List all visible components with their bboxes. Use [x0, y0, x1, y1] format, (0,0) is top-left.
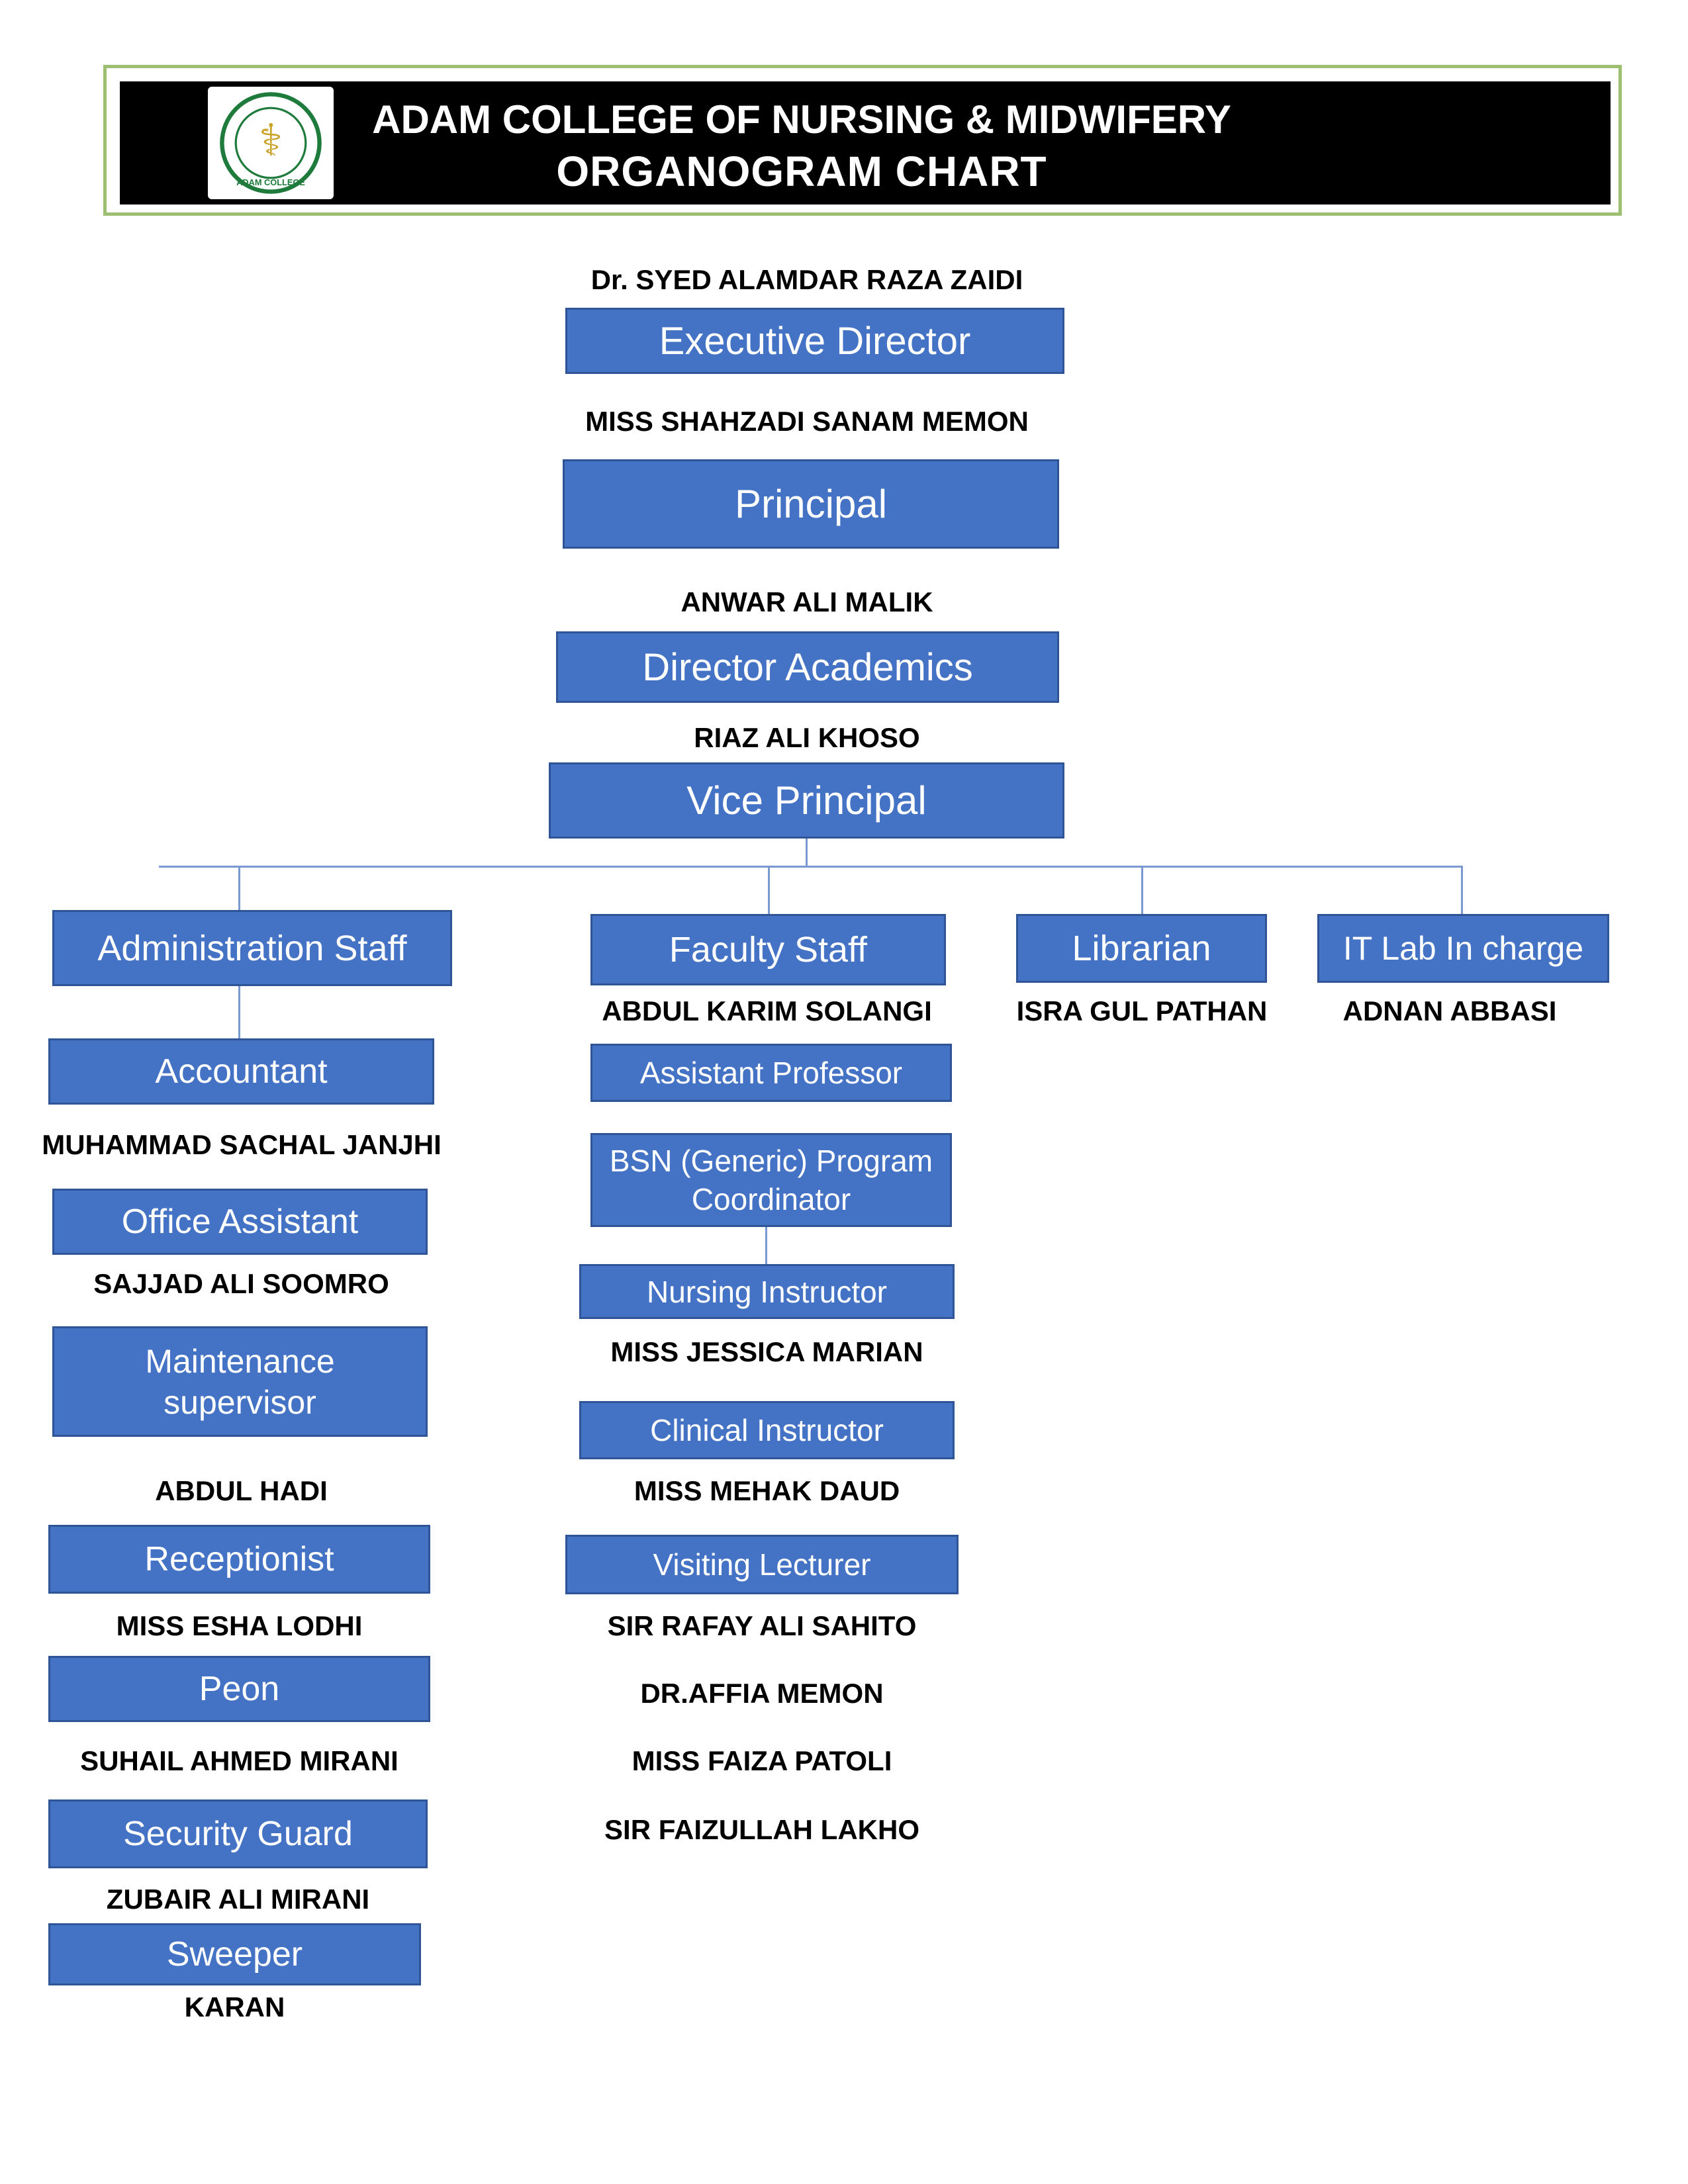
role-box-receptionist: Receptionist	[48, 1525, 430, 1594]
person-name-visiting-lecturer-3: MISS FAIZA PATOLI	[632, 1745, 892, 1776]
role-box-director-academics: Director Academics	[556, 631, 1059, 703]
title-banner-frame: ⚕ ADAM COLLEGE ADAM COLLEGE OF NURSING &…	[103, 65, 1622, 216]
person-name-principal: MISS SHAHZADI SANAM MEMON	[585, 406, 1029, 437]
person-name-visiting-lecturer-2: DR.AFFIA MEMON	[640, 1678, 884, 1709]
connector-vp-stem	[806, 839, 808, 866]
person-name-assistant-professor: ABDUL KARIM SOLANGI	[602, 995, 932, 1026]
person-name-visiting-lecturer-1: SIR RAFAY ALI SAHITO	[607, 1610, 917, 1641]
role-label-line1: BSN (Generic) Program	[609, 1144, 933, 1178]
person-name-peon: SUHAIL AHMED MIRANI	[80, 1745, 399, 1776]
role-box-clinical-instructor: Clinical Instructor	[579, 1401, 955, 1459]
branch-box-librarian: Librarian	[1016, 914, 1267, 983]
college-name-title: ADAM COLLEGE OF NURSING & MIDWIFERY	[372, 97, 1231, 142]
role-label-line1: Maintenance	[145, 1342, 335, 1380]
person-name-office-assistant: SAJJAD ALI SOOMRO	[93, 1268, 389, 1299]
role-box-visiting-lecturer: Visiting Lecturer	[565, 1535, 959, 1594]
connector-admin-accountant	[238, 986, 240, 1038]
person-name-nursing-instructor: MISS JESSICA MARIAN	[610, 1336, 923, 1367]
college-logo: ⚕ ADAM COLLEGE	[208, 87, 334, 199]
branch-box-it-lab-incharge: IT Lab In charge	[1317, 914, 1609, 983]
person-name-director-academics: ANWAR ALI MALIK	[680, 586, 933, 617]
person-name-librarian: ISRA GUL PATHAN	[1016, 995, 1268, 1026]
branch-box-faculty-staff: Faculty Staff	[590, 914, 946, 985]
person-name-maintenance-supervisor: ABDUL HADI	[155, 1475, 328, 1506]
logo-text: ADAM COLLEGE	[236, 177, 305, 187]
person-name-clinical-instructor: MISS MEHAK DAUD	[633, 1475, 900, 1506]
title-banner: ⚕ ADAM COLLEGE ADAM COLLEGE OF NURSING &…	[120, 81, 1611, 205]
person-name-receptionist: MISS ESHA LODHI	[116, 1610, 363, 1641]
connector-bsn-nursing	[765, 1227, 767, 1264]
role-label-line2: supervisor	[164, 1383, 316, 1421]
role-box-principal: Principal	[563, 459, 1059, 549]
role-box-maintenance-supervisor: Maintenance supervisor	[52, 1326, 428, 1437]
branch-box-administration-staff: Administration Staff	[52, 910, 452, 986]
role-label-line2: Coordinator	[691, 1182, 851, 1216]
role-box-vice-principal: Vice Principal	[549, 762, 1064, 839]
person-name-sweeper: KARAN	[184, 1991, 285, 2023]
svg-text:⚕: ⚕	[259, 114, 283, 166]
caduceus-seal-icon: ⚕ ADAM COLLEGE	[220, 92, 322, 194]
person-name-vice-principal: RIAZ ALI KHOSO	[694, 722, 920, 753]
connector-drop-administration	[238, 866, 240, 910]
connector-drop-librarian	[1141, 866, 1143, 914]
role-box-nursing-instructor: Nursing Instructor	[579, 1264, 955, 1319]
person-name-security-guard: ZUBAIR ALI MIRANI	[106, 1884, 370, 1915]
role-box-office-assistant: Office Assistant	[52, 1189, 428, 1255]
person-name-visiting-lecturer-4: SIR FAIZULLAH LAKHO	[604, 1814, 919, 1845]
person-name-accountant: MUHAMMAD SACHAL JANJHI	[42, 1129, 442, 1160]
person-name-it-lab-incharge: ADNAN ABBASI	[1342, 995, 1557, 1026]
connector-branch-bar	[159, 866, 1463, 868]
connector-drop-itlab	[1461, 866, 1463, 914]
role-box-sweeper: Sweeper	[48, 1923, 421, 1985]
role-box-security-guard: Security Guard	[48, 1799, 428, 1868]
role-box-assistant-professor: Assistant Professor	[590, 1044, 952, 1102]
role-box-executive-director: Executive Director	[565, 308, 1064, 374]
chart-title: ORGANOGRAM CHART	[556, 148, 1047, 195]
banner-titles: ADAM COLLEGE OF NURSING & MIDWIFERY ORGA…	[160, 81, 1444, 205]
person-name-executive-director: Dr. SYED ALAMDAR RAZA ZAIDI	[590, 264, 1023, 295]
connector-drop-faculty	[768, 866, 770, 914]
role-box-peon: Peon	[48, 1656, 430, 1722]
role-box-accountant: Accountant	[48, 1038, 434, 1105]
role-box-bsn-program-coordinator: BSN (Generic) Program Coordinator	[590, 1133, 952, 1227]
